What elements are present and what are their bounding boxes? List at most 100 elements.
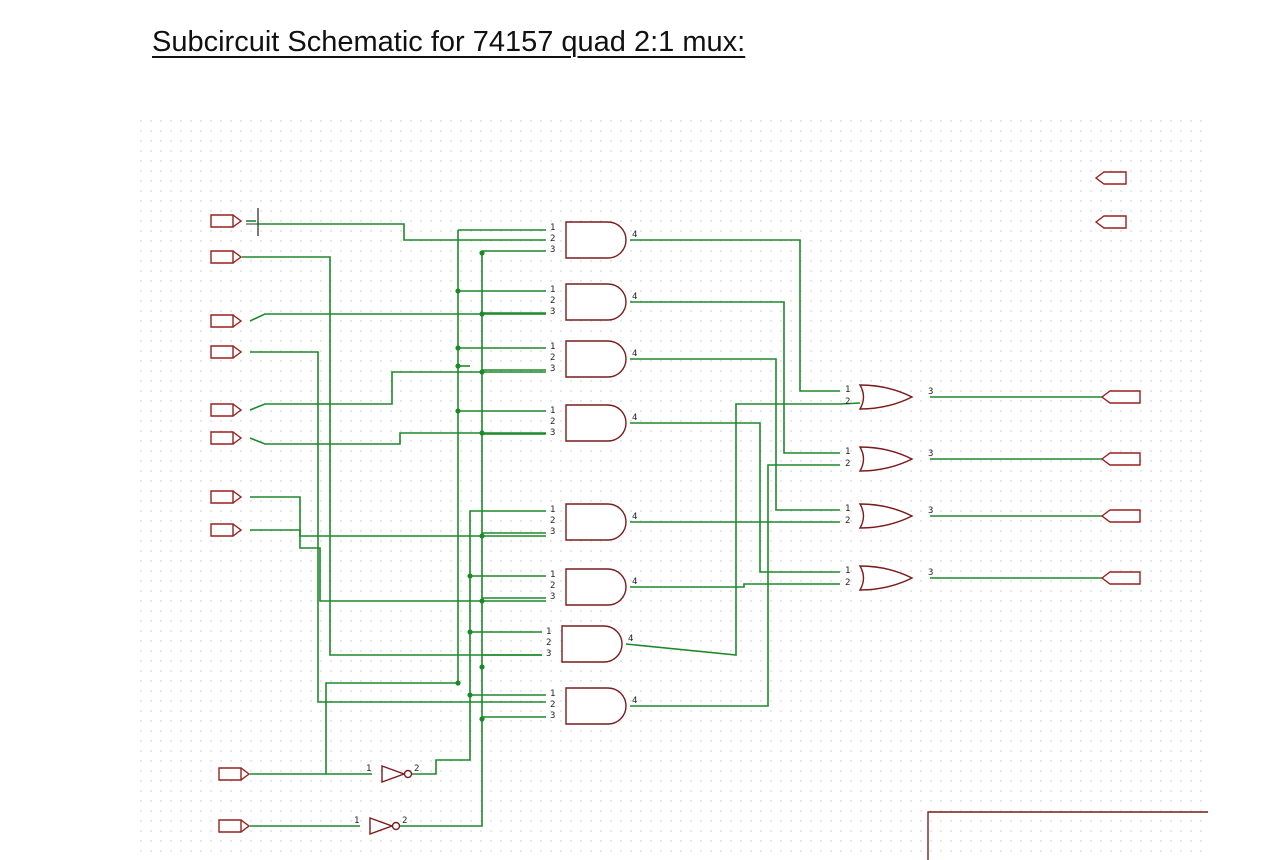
and-output-pin-number: 4 <box>632 512 637 522</box>
wire <box>249 432 546 445</box>
port-symbol <box>218 767 251 781</box>
port-symbol <box>210 314 243 328</box>
wire <box>630 583 840 588</box>
output-port-0 <box>1100 390 1141 404</box>
junction-dot <box>479 716 485 722</box>
title-block-frame <box>927 811 1208 860</box>
and-output-pin-number: 4 <box>632 349 637 359</box>
junction-dot <box>479 533 485 539</box>
or-input-pin-number: 1 <box>845 566 850 576</box>
schematic-grid <box>136 112 1208 860</box>
input-port-1 <box>210 250 243 264</box>
wire <box>630 464 840 707</box>
port-symbol <box>1094 171 1127 185</box>
input-port-4 <box>210 403 243 417</box>
and-output-pin-number: 4 <box>632 292 637 302</box>
and-input-pin-number: 2 <box>550 296 555 306</box>
or-input-pin-number: 1 <box>845 447 850 457</box>
junction-dot <box>479 250 485 256</box>
and-output-pin-number: 4 <box>632 577 637 587</box>
wire <box>250 351 546 703</box>
input-port-6 <box>210 490 243 504</box>
or-input-pin-number: 2 <box>845 516 850 526</box>
and-output-pin-number: 4 <box>632 413 637 423</box>
and-gate-body <box>565 503 627 541</box>
input-port-2 <box>210 314 243 328</box>
port-symbol <box>1100 390 1141 404</box>
inverter-output-pin: 2 <box>414 764 419 774</box>
wire <box>249 371 546 411</box>
wire <box>249 313 546 322</box>
and-input-pin-number: 3 <box>550 428 555 438</box>
inverter-bubble <box>403 769 413 779</box>
and-gate-body <box>565 568 627 606</box>
or-input-pin-number: 2 <box>845 459 850 469</box>
inverter-output-pin: 2 <box>402 816 407 826</box>
port-symbol <box>1100 452 1141 466</box>
port-symbol <box>1100 509 1141 523</box>
junction-dot <box>479 311 485 317</box>
inverter-body <box>369 817 395 835</box>
and-input-pin-number: 3 <box>550 711 555 721</box>
and-input-pin-number: 1 <box>550 689 555 699</box>
unused-port-1 <box>1094 215 1127 229</box>
or-output-pin-number: 3 <box>928 506 933 516</box>
page-title: Subcircuit Schematic for 74157 quad 2:1 … <box>152 26 746 58</box>
input-port-8 <box>218 767 251 781</box>
wire <box>630 358 840 511</box>
port-symbol <box>210 431 243 445</box>
wire <box>630 422 840 573</box>
input-port-7 <box>210 523 243 537</box>
wires <box>242 220 1102 827</box>
and-input-pin-number: 3 <box>550 245 555 255</box>
and-input-pin-number: 2 <box>546 638 551 648</box>
or-input-pin-number: 1 <box>845 504 850 514</box>
inverter-bubble <box>391 821 401 831</box>
or-gate-0: 123 <box>845 384 933 410</box>
port-symbol <box>210 250 243 264</box>
components: 1234123412341234123412341234123412312312… <box>210 171 1141 835</box>
and-input-pin-number: 2 <box>550 417 555 427</box>
inverter-input-pin: 1 <box>366 764 371 774</box>
or-gate-body <box>858 446 914 472</box>
or-input-pin-number: 2 <box>845 397 850 407</box>
and-input-pin-number: 1 <box>550 223 555 233</box>
junction-dot <box>479 369 485 375</box>
and-input-pin-number: 3 <box>550 307 555 317</box>
junction-dot <box>455 363 461 369</box>
and-gate-body <box>561 625 623 663</box>
output-port-3 <box>1100 571 1141 585</box>
junction-dot <box>479 664 485 670</box>
and-output-pin-number: 4 <box>632 696 637 706</box>
junction-dot <box>467 692 473 698</box>
port-symbol <box>210 214 243 228</box>
and-input-pin-number: 3 <box>546 649 551 659</box>
or-input-pin-number: 2 <box>845 578 850 588</box>
and-input-pin-number: 2 <box>550 353 555 363</box>
or-gate-body <box>858 565 914 591</box>
output-port-1 <box>1100 452 1141 466</box>
or-gate-2: 1 2 3 <box>845 503 933 529</box>
and-input-pin-number: 2 <box>550 516 555 526</box>
or-gate-1: 123 <box>845 446 933 472</box>
junction-dot <box>467 573 473 579</box>
wire <box>325 682 458 774</box>
or-input-pin-number: 1 <box>845 385 850 395</box>
input-port-0 <box>210 214 243 228</box>
junctions <box>455 250 485 722</box>
and-gate-body <box>565 404 627 442</box>
wire <box>250 529 546 602</box>
and-input-pin-number: 2 <box>550 234 555 244</box>
inverter-input-pin: 1 <box>354 816 359 826</box>
and-gate-body <box>565 283 627 321</box>
junction-dot <box>479 430 485 436</box>
or-gate-3: 123 <box>845 565 933 591</box>
input-port-5 <box>210 431 243 445</box>
port-symbol <box>210 490 243 504</box>
